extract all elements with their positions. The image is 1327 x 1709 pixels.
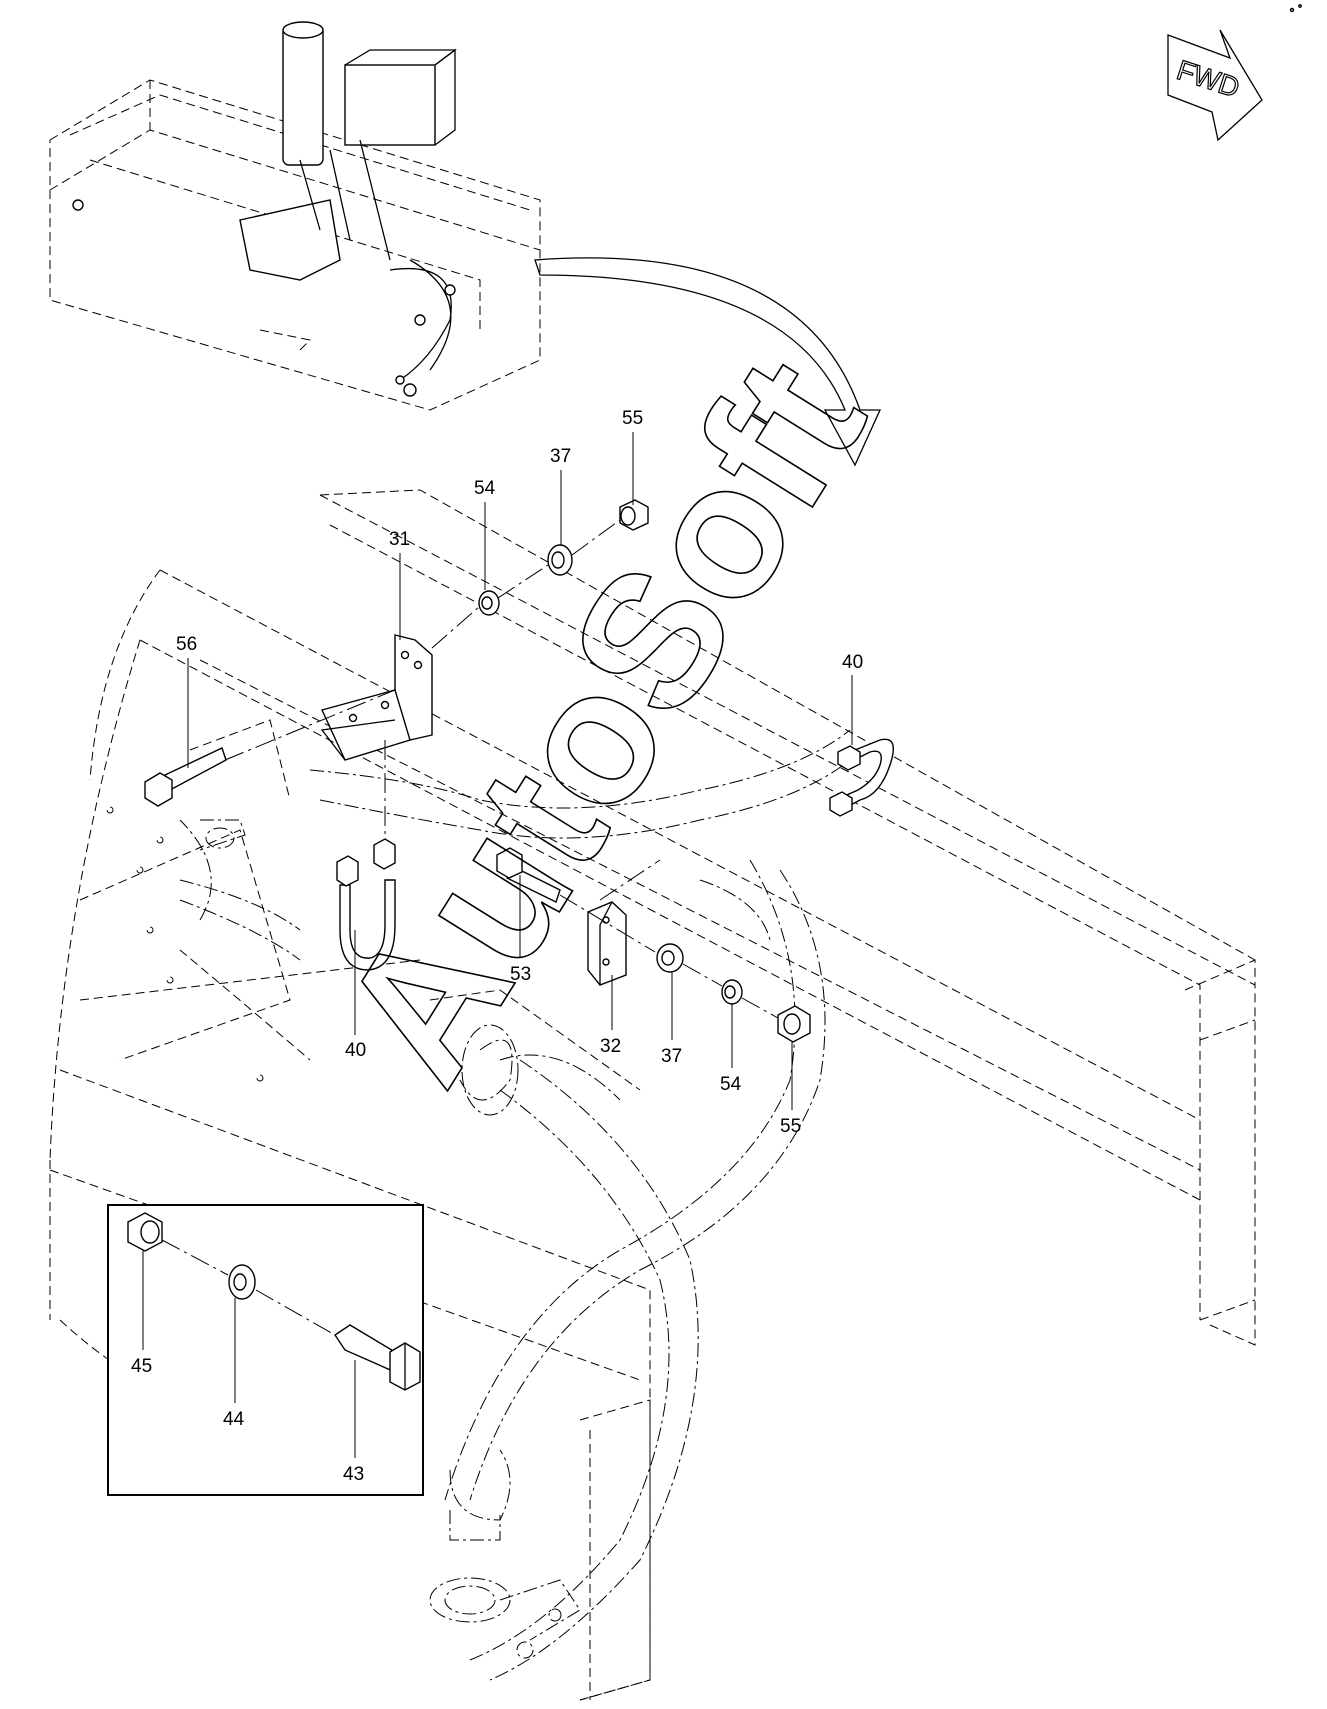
tube-phantom-lines [179,729,851,1681]
bracket-31 [320,634,433,761]
callout-40-right: 40 [842,652,863,673]
tube-40-right [829,738,894,817]
nut-45 [127,1212,163,1252]
overview-assembly [49,21,541,411]
callout-leaders [187,432,853,1110]
callout-37-bottom: 37 [661,1046,682,1067]
callout-55-top: 55 [622,408,643,429]
callout-37-top: 37 [550,446,571,467]
assembly-center-lines [224,519,779,1019]
nut-55-bottom [777,1005,811,1043]
bolt-53 [496,847,561,903]
lockwasher-54-top [478,590,500,616]
callout-labels: 55 37 54 31 56 40 53 32 37 54 55 40 45 4… [131,408,863,1485]
callout-32: 32 [600,1036,621,1057]
washer-44 [228,1264,256,1300]
callout-54-bottom: 54 [720,1074,742,1095]
callout-31: 31 [389,529,410,550]
bolt-56 [144,747,227,807]
callout-45: 45 [131,1356,152,1377]
callout-56: 56 [176,634,197,655]
washer-37-bottom [656,943,684,973]
callout-44: 44 [223,1409,245,1430]
inset-hardware-box [107,1204,424,1496]
nut-55-top [619,499,649,531]
bolt-43 [334,1324,421,1391]
callout-43: 43 [343,1464,364,1485]
clip-32 [587,901,627,986]
washer-37-top [547,544,573,576]
callout-54-top: 54 [474,478,496,499]
callout-40-left: 40 [345,1040,366,1061]
direction-arrow [534,257,882,467]
tube-40-left [336,838,396,971]
callout-53: 53 [510,964,531,985]
lockwasher-54-bottom [721,979,743,1005]
fwd-indicator: FWD [1167,4,1302,142]
fwd-label: FWD [1173,54,1243,103]
callout-55-bottom: 55 [780,1116,801,1137]
